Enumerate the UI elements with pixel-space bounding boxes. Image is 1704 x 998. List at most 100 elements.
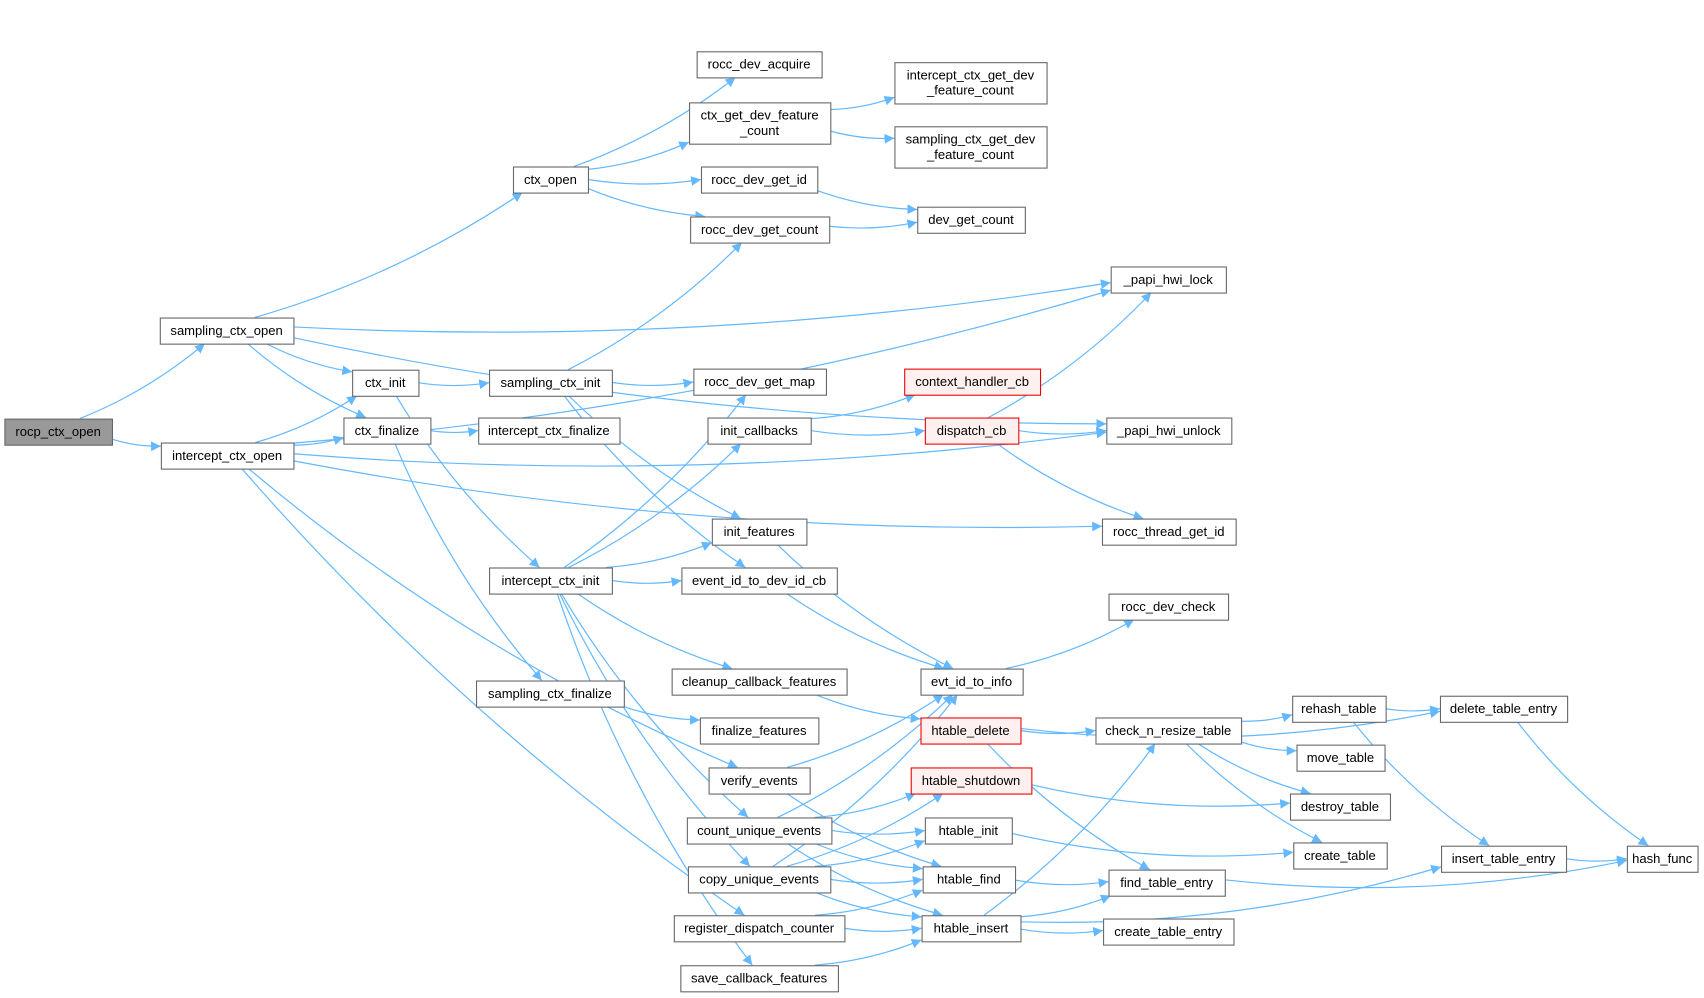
edge-verify-events-to-evt-id-to-info <box>786 694 944 768</box>
node-htable-insert[interactable]: htable_insert <box>921 915 1022 943</box>
node-intercept-ctx-get-dev-feature-count[interactable]: intercept_ctx_get_dev_feature_count <box>894 62 1048 105</box>
node-cleanup-callback-features[interactable]: cleanup_callback_features <box>671 668 848 696</box>
node-insert-table-entry[interactable]: insert_table_entry <box>1441 845 1568 873</box>
node-box <box>1103 918 1235 946</box>
node-rocc-dev-acquire[interactable]: rocc_dev_acquire <box>696 51 823 79</box>
node-count-unique-events[interactable]: count_unique_events <box>686 817 833 845</box>
node-label: rocc_dev_get_id <box>711 172 807 187</box>
node-delete-table-entry[interactable]: delete_table_entry <box>1439 695 1569 723</box>
edge-copy-unique-events-to-htable-insert <box>815 891 922 922</box>
node-box <box>1110 266 1227 294</box>
node-papi-hwi-lock[interactable]: _papi_hwi_lock <box>1110 266 1227 294</box>
edge-rocc-dev-get-count-to-dev-get-count <box>829 219 918 229</box>
node-box <box>690 216 831 244</box>
node-box <box>343 417 432 445</box>
node-destroy-table[interactable]: destroy_table <box>1289 793 1392 821</box>
node-copy-unique-events[interactable]: copy_unique_events <box>687 866 832 894</box>
node-rocc-thread-get-id[interactable]: rocc_thread_get_id <box>1101 518 1237 546</box>
node-label: rocp_ctx_open <box>15 424 101 439</box>
node-event-id-to-dev-id-cb[interactable]: event_id_to_dev_id_cb <box>681 567 838 595</box>
node-sampling-ctx-get-dev-feature-count[interactable]: sampling_ctx_get_dev_feature_count <box>894 126 1048 169</box>
node-init-callbacks[interactable]: init_callbacks <box>707 417 812 445</box>
node-box <box>894 62 1048 105</box>
node-box <box>711 518 808 546</box>
edge-check-n-resize-table-to-destroy-table <box>1197 743 1311 796</box>
node-rehash-table[interactable]: rehash_table <box>1292 695 1387 723</box>
node-box <box>920 717 1022 745</box>
node-create-table[interactable]: create_table <box>1293 842 1388 870</box>
node-htable-find[interactable]: htable_find <box>922 866 1017 894</box>
node-box <box>910 767 1033 795</box>
node-context-handler-cb[interactable]: context_handler_cb <box>904 368 1042 396</box>
node-ctx-finalize[interactable]: ctx_finalize <box>343 417 432 445</box>
node-label: context_handler_cb <box>915 374 1029 389</box>
node-move-table[interactable]: move_table <box>1296 744 1386 772</box>
node-save-callback-features[interactable]: save_callback_features <box>680 965 839 993</box>
node-hash-func[interactable]: hash_func <box>1626 845 1699 873</box>
node-intercept-ctx-open[interactable]: intercept_ctx_open <box>160 442 295 470</box>
node-label: find_table_entry <box>1120 875 1213 890</box>
node-intercept-ctx-init[interactable]: intercept_ctx_init <box>489 567 613 595</box>
node-box <box>707 417 812 445</box>
node-init-features[interactable]: init_features <box>711 518 808 546</box>
node-box <box>4 418 114 446</box>
node-papi-hwi-unlock[interactable]: _papi_hwi_unlock <box>1106 417 1233 445</box>
node-box <box>1108 593 1230 621</box>
node-rocc-dev-get-map[interactable]: rocc_dev_get_map <box>693 368 828 396</box>
node-label: hash_func <box>1632 851 1693 866</box>
node-evt-id-to-info[interactable]: evt_id_to_info <box>920 668 1024 696</box>
node-rocp-ctx-open[interactable]: rocp_ctx_open <box>4 418 114 446</box>
node-label: ctx_init <box>365 375 406 390</box>
node-find-table-entry[interactable]: find_table_entry <box>1108 869 1226 897</box>
edge-cleanup-callback-features-to-htable-delete <box>815 694 921 724</box>
edge-htable-insert-to-insert-table-entry <box>1020 864 1442 923</box>
edge-count-unique-events-to-htable-init <box>831 827 925 837</box>
node-box <box>673 915 846 943</box>
node-box <box>687 866 832 894</box>
node-verify-events[interactable]: verify_events <box>708 767 811 795</box>
node-intercept-ctx-finalize[interactable]: intercept_ctx_finalize <box>478 417 621 445</box>
edge-ctx-open-to-rocc-dev-acquire <box>573 76 736 168</box>
node-ctx-open[interactable]: ctx_open <box>512 166 590 194</box>
node-box <box>680 965 839 993</box>
node-label: copy_unique_events <box>699 872 819 887</box>
node-label: ctx_open <box>524 172 577 187</box>
node-create-table-entry[interactable]: create_table_entry <box>1103 918 1235 946</box>
node-check-n-resize-table[interactable]: check_n_resize_table <box>1095 717 1243 745</box>
node-label: create_table <box>1304 848 1376 863</box>
node-label: evt_id_to_info <box>931 674 1012 689</box>
edge-sampling-ctx-finalize-to-finalize-features <box>623 706 700 725</box>
node-rocc-dev-get-id[interactable]: rocc_dev_get_id <box>700 166 819 194</box>
edge-dispatch-cb-to-rocc-thread-get-id <box>996 443 1144 521</box>
edge-htable-init-to-create-table <box>1011 832 1294 859</box>
node-label: htable_init <box>939 823 999 838</box>
node-label: _papi_hwi_unlock <box>1116 423 1221 438</box>
node-label: verify_events <box>721 773 798 788</box>
node-rocc-dev-get-count[interactable]: rocc_dev_get_count <box>690 216 831 244</box>
edge-init-callbacks-to-context-handler-cb <box>810 393 916 420</box>
node-dispatch-cb[interactable]: dispatch_cb <box>924 417 1020 445</box>
edge-copy-unique-events-to-htable-init <box>814 839 926 867</box>
edge-rocp-ctx-open-to-sampling-ctx-open <box>79 343 206 420</box>
node-sampling-ctx-init[interactable]: sampling_ctx_init <box>489 369 613 397</box>
node-sampling-ctx-open[interactable]: sampling_ctx_open <box>159 317 295 345</box>
node-box <box>478 417 621 445</box>
node-htable-shutdown[interactable]: htable_shutdown <box>910 767 1033 795</box>
node-htable-init[interactable]: htable_init <box>924 817 1013 845</box>
node-register-dispatch-counter[interactable]: register_dispatch_counter <box>673 915 846 943</box>
node-label: register_dispatch_counter <box>684 921 835 936</box>
node-box <box>700 166 819 194</box>
edge-check-n-resize-table-to-rehash-table <box>1241 712 1293 723</box>
node-dev-get-count[interactable]: dev_get_count <box>917 206 1026 234</box>
node-ctx-init[interactable]: ctx_init <box>352 369 420 397</box>
node-label: sampling_ctx_finalize <box>488 686 612 701</box>
node-label: sampling_ctx_get_dev <box>906 132 1036 147</box>
edge-copy-unique-events-to-htable-shutdown <box>786 793 944 867</box>
node-htable-delete[interactable]: htable_delete <box>920 717 1022 745</box>
node-label: save_callback_features <box>691 971 828 986</box>
node-sampling-ctx-finalize[interactable]: sampling_ctx_finalize <box>475 680 625 708</box>
node-rocc-dev-check[interactable]: rocc_dev_check <box>1108 593 1230 621</box>
node-label: sampling_ctx_open <box>170 323 282 338</box>
node-finalize-features[interactable]: finalize_features <box>699 717 820 745</box>
node-ctx-get-dev-feature-count[interactable]: ctx_get_dev_feature_count <box>688 102 832 145</box>
